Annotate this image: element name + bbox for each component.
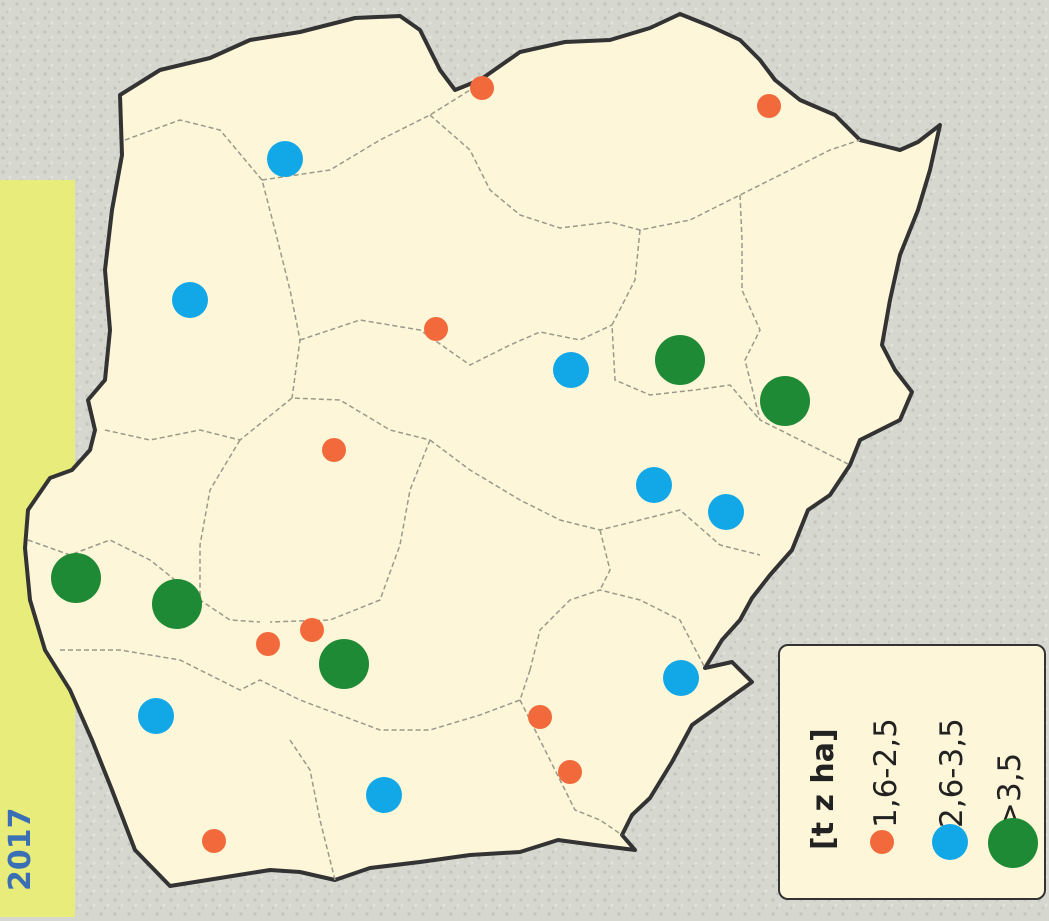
legend-marker-small (870, 830, 894, 854)
yield-marker (553, 352, 589, 388)
legend-row-small: 1,6-2,5 (866, 678, 926, 878)
legend-label-large: >3,5 (992, 752, 1028, 828)
yield-marker (256, 632, 280, 656)
map-legend: [t z ha] 1,6-2,5 2,6-3,5 >3,5 (778, 644, 1046, 900)
sidebar-year-label: 2017 (3, 807, 38, 892)
yield-marker (655, 335, 705, 385)
yield-marker (528, 705, 552, 729)
legend-label-small: 1,6-2,5 (868, 718, 904, 828)
yield-marker (172, 282, 208, 318)
legend-row-medium: 2,6-3,5 (932, 678, 992, 878)
yield-marker (663, 660, 699, 696)
yield-marker (757, 94, 781, 118)
yield-marker (636, 467, 672, 503)
region-outline (23, 12, 942, 888)
yield-marker (300, 618, 324, 642)
yield-marker (152, 579, 202, 629)
legend-label-medium: 2,6-3,5 (934, 718, 970, 828)
marker-layer (51, 76, 810, 853)
yield-marker (322, 438, 346, 462)
legend-marker-large (988, 818, 1038, 868)
yield-marker (708, 494, 744, 530)
legend-title: [t z ha] (806, 728, 841, 850)
legend-title-row: [t z ha] (796, 678, 856, 878)
legend-row-large: >3,5 (988, 678, 1049, 878)
yield-marker (760, 376, 810, 426)
yield-marker (558, 760, 582, 784)
yield-marker (267, 141, 303, 177)
yield-marker (366, 777, 402, 813)
yield-marker (202, 829, 226, 853)
yield-marker (470, 76, 494, 100)
legend-marker-medium (932, 824, 968, 860)
yield-marker (319, 639, 369, 689)
yield-marker (138, 698, 174, 734)
yield-marker (51, 553, 101, 603)
internal-borders (27, 89, 861, 881)
yield-marker (424, 317, 448, 341)
